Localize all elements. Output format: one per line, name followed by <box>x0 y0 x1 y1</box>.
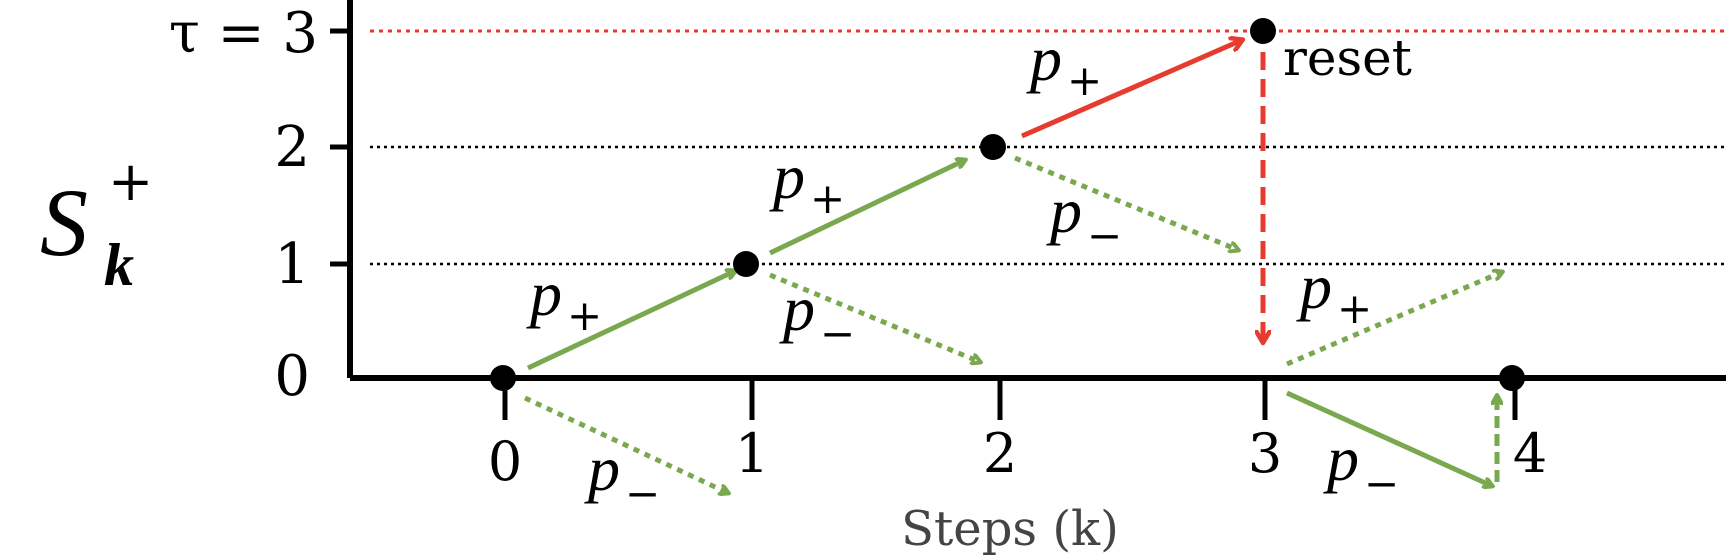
x-tick-label-1: 1 <box>735 422 769 485</box>
label-p-plus-0: p + <box>526 258 602 340</box>
label-p-minus-1: p − <box>779 273 855 358</box>
svg-text:+: + <box>567 291 602 340</box>
x-tick-label-3: 3 <box>1248 422 1282 485</box>
svg-text:p: p <box>1296 251 1332 322</box>
svg-text:p: p <box>779 273 815 344</box>
svg-text:−: − <box>1087 211 1122 260</box>
label-p-minus-0: p − <box>584 433 660 518</box>
x-axis-title: Steps (k) <box>901 501 1119 557</box>
node-3-3 <box>1250 18 1276 44</box>
y-tick-label-threshold: τ = 3 <box>169 1 318 66</box>
y-axis-title-sub: k <box>104 232 134 298</box>
x-tick-label-2: 2 <box>983 422 1017 485</box>
y-tick-label-0: 0 <box>274 344 310 409</box>
node-0-0 <box>490 365 516 391</box>
label-p-plus-1: p + <box>769 141 845 223</box>
svg-text:p: p <box>769 141 805 212</box>
arrow-up-1-2 <box>768 160 965 256</box>
svg-text:+: + <box>1337 284 1372 333</box>
arrow-down-2 <box>1014 155 1238 250</box>
svg-text:+: + <box>1067 56 1102 105</box>
arrow-up-2-3 <box>1021 40 1242 139</box>
svg-text:+: + <box>810 174 845 223</box>
reset-label: reset <box>1283 29 1412 87</box>
svg-text:−: − <box>625 469 660 518</box>
arrow-down-3 <box>1285 390 1492 486</box>
label-p-plus-2: p + <box>1026 23 1102 105</box>
arrow-up-3-dotted <box>1286 272 1502 367</box>
node-4-0 <box>1499 365 1525 391</box>
y-axis-title: S <box>40 169 88 276</box>
svg-text:p: p <box>1323 423 1359 494</box>
svg-text:p: p <box>1026 23 1062 94</box>
label-p-plus-3: p + <box>1296 251 1372 333</box>
arrow-down-1 <box>769 272 980 362</box>
y-axis-title-sup: + <box>108 150 153 213</box>
x-tick-label-0: 0 <box>488 430 522 493</box>
arrow-up-0-1 <box>526 271 735 371</box>
label-p-minus-3: p − <box>1323 423 1399 508</box>
svg-text:−: − <box>1364 459 1399 508</box>
svg-text:p: p <box>1046 175 1082 246</box>
x-tick-label-4: 4 <box>1513 422 1547 485</box>
node-1-1 <box>733 251 759 277</box>
label-p-minus-2: p − <box>1046 175 1122 260</box>
node-2-2 <box>980 134 1006 160</box>
y-tick-label-2: 2 <box>274 115 310 180</box>
svg-text:p: p <box>584 433 620 504</box>
svg-text:p: p <box>526 258 562 329</box>
y-tick-label-1: 1 <box>274 232 310 297</box>
arrow-down-0 <box>523 395 728 493</box>
svg-text:−: − <box>820 309 855 358</box>
